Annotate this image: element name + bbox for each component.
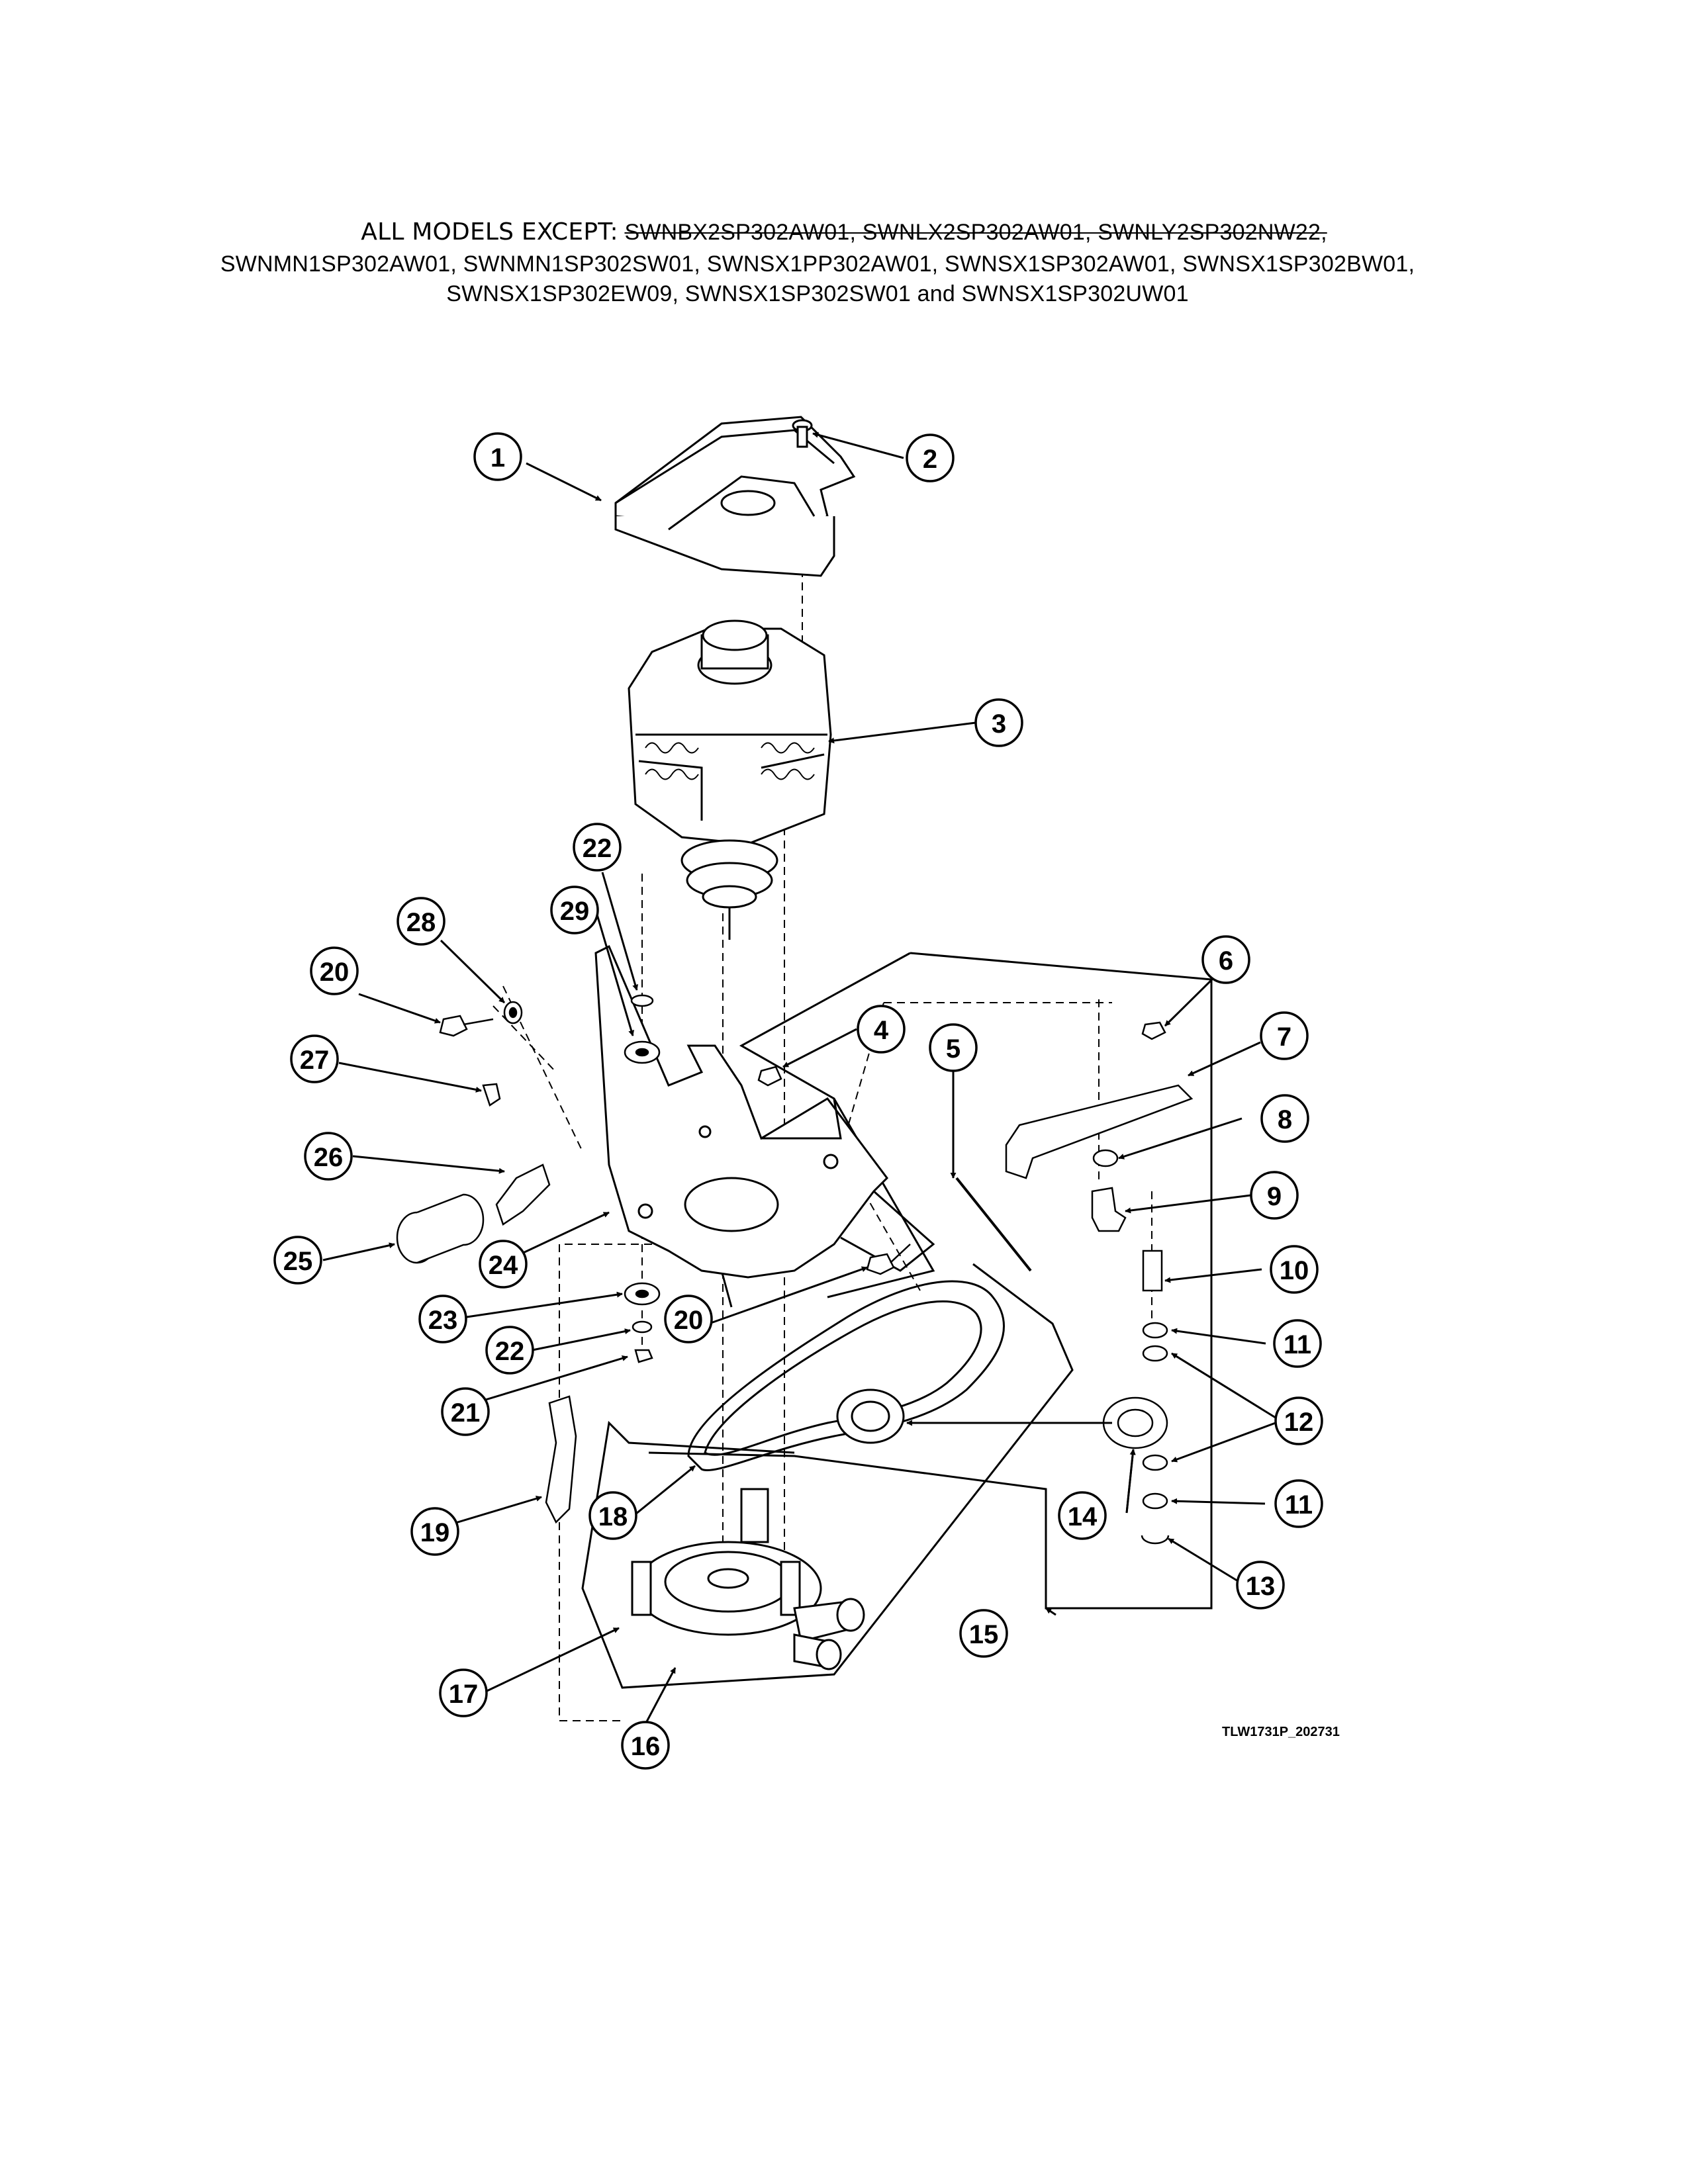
- callout-1: 1: [473, 432, 522, 481]
- svg-text:14: 14: [1068, 1502, 1098, 1531]
- svg-text:11: 11: [1284, 1330, 1311, 1359]
- svg-text:26: 26: [314, 1143, 344, 1172]
- callout-17: 17: [439, 1668, 488, 1717]
- svg-text:11: 11: [1285, 1490, 1313, 1520]
- header-models-2: SWNMN1SP302AW01, SWNMN1SP302SW01, SWNSX1…: [220, 251, 1415, 277]
- svg-text:29: 29: [560, 897, 590, 926]
- svg-text:21: 21: [451, 1398, 481, 1428]
- callout-22-top: 22: [573, 823, 622, 872]
- svg-text:9: 9: [1267, 1182, 1282, 1211]
- callout-7: 7: [1260, 1011, 1309, 1060]
- header-models-3: SWNSX1SP302EW09, SWNSX1SP302SW01 and SWN…: [446, 281, 1189, 306]
- drawing-code: TLW1731P_202731: [1222, 1725, 1340, 1739]
- svg-text:10: 10: [1280, 1256, 1309, 1285]
- callout-20-lower: 20: [664, 1295, 713, 1343]
- water-pump-part: [631, 1488, 865, 1670]
- svg-text:19: 19: [420, 1518, 450, 1547]
- header-models-1: SWNBX2SP302AW01, SWNLX2SP302AW01, SWNLY2…: [624, 220, 1327, 245]
- callout-3: 3: [974, 698, 1023, 747]
- svg-text:16: 16: [631, 1732, 661, 1761]
- svg-text:2: 2: [923, 445, 937, 474]
- callout-21: 21: [441, 1387, 490, 1436]
- callout-19: 19: [410, 1507, 459, 1556]
- callout-13: 13: [1236, 1561, 1285, 1610]
- callout-11-lower: 11: [1274, 1479, 1323, 1528]
- callout-4: 4: [857, 1005, 906, 1054]
- callout-14: 14: [1058, 1491, 1107, 1540]
- svg-text:22: 22: [495, 1337, 525, 1366]
- callout-10: 10: [1270, 1245, 1319, 1294]
- callout-11-upper: 11: [1273, 1319, 1322, 1368]
- header-line-1: ALL MODELS EXCEPT: SWNBX2SP302AW01, SWNL…: [0, 218, 1688, 246]
- svg-text:24: 24: [489, 1251, 518, 1280]
- callout-6: 6: [1201, 935, 1250, 984]
- callout-22-lower: 22: [485, 1326, 534, 1375]
- svg-text:25: 25: [283, 1247, 313, 1276]
- callout-24: 24: [479, 1240, 528, 1289]
- svg-text:4: 4: [874, 1016, 889, 1045]
- svg-text:12: 12: [1284, 1408, 1314, 1437]
- svg-text:8: 8: [1278, 1105, 1292, 1134]
- screw-part: [792, 419, 813, 448]
- svg-text:18: 18: [598, 1502, 628, 1531]
- motor-part: [628, 619, 832, 940]
- svg-text:23: 23: [428, 1306, 458, 1335]
- callout-27: 27: [290, 1034, 339, 1083]
- callout-12: 12: [1274, 1396, 1323, 1445]
- svg-text:17: 17: [449, 1680, 479, 1709]
- svg-text:3: 3: [992, 709, 1006, 739]
- hardware-parts: [396, 994, 1194, 1545]
- svg-text:7: 7: [1277, 1023, 1291, 1052]
- callout-2: 2: [906, 433, 955, 482]
- callout-8: 8: [1260, 1094, 1309, 1143]
- header-lead: ALL MODELS EXCEPT:: [361, 218, 618, 246]
- callout-15: 15: [959, 1609, 1008, 1658]
- svg-text:20: 20: [674, 1306, 704, 1335]
- callout-18: 18: [588, 1491, 637, 1540]
- callout-26: 26: [304, 1132, 353, 1181]
- callout-16: 16: [621, 1721, 670, 1770]
- callout-25: 25: [273, 1236, 322, 1285]
- svg-text:22: 22: [583, 834, 612, 863]
- svg-text:5: 5: [946, 1034, 961, 1064]
- svg-text:13: 13: [1246, 1572, 1276, 1601]
- motor-bracket-part: [594, 944, 935, 1279]
- svg-text:6: 6: [1219, 946, 1233, 976]
- svg-text:20: 20: [320, 958, 350, 987]
- svg-text:15: 15: [969, 1620, 999, 1649]
- callout-5: 5: [929, 1023, 978, 1072]
- callout-23: 23: [418, 1295, 467, 1343]
- callout-9: 9: [1250, 1171, 1299, 1220]
- svg-text:27: 27: [300, 1046, 330, 1075]
- callout-20-top: 20: [310, 946, 359, 995]
- drive-belt-part: [687, 1280, 1006, 1471]
- callout-28: 28: [397, 897, 445, 946]
- motor-cover-part: [614, 416, 856, 577]
- callout-29: 29: [550, 886, 599, 934]
- svg-text:1: 1: [491, 443, 505, 473]
- svg-text:28: 28: [406, 908, 436, 937]
- leader-arrows: [322, 432, 1282, 1725]
